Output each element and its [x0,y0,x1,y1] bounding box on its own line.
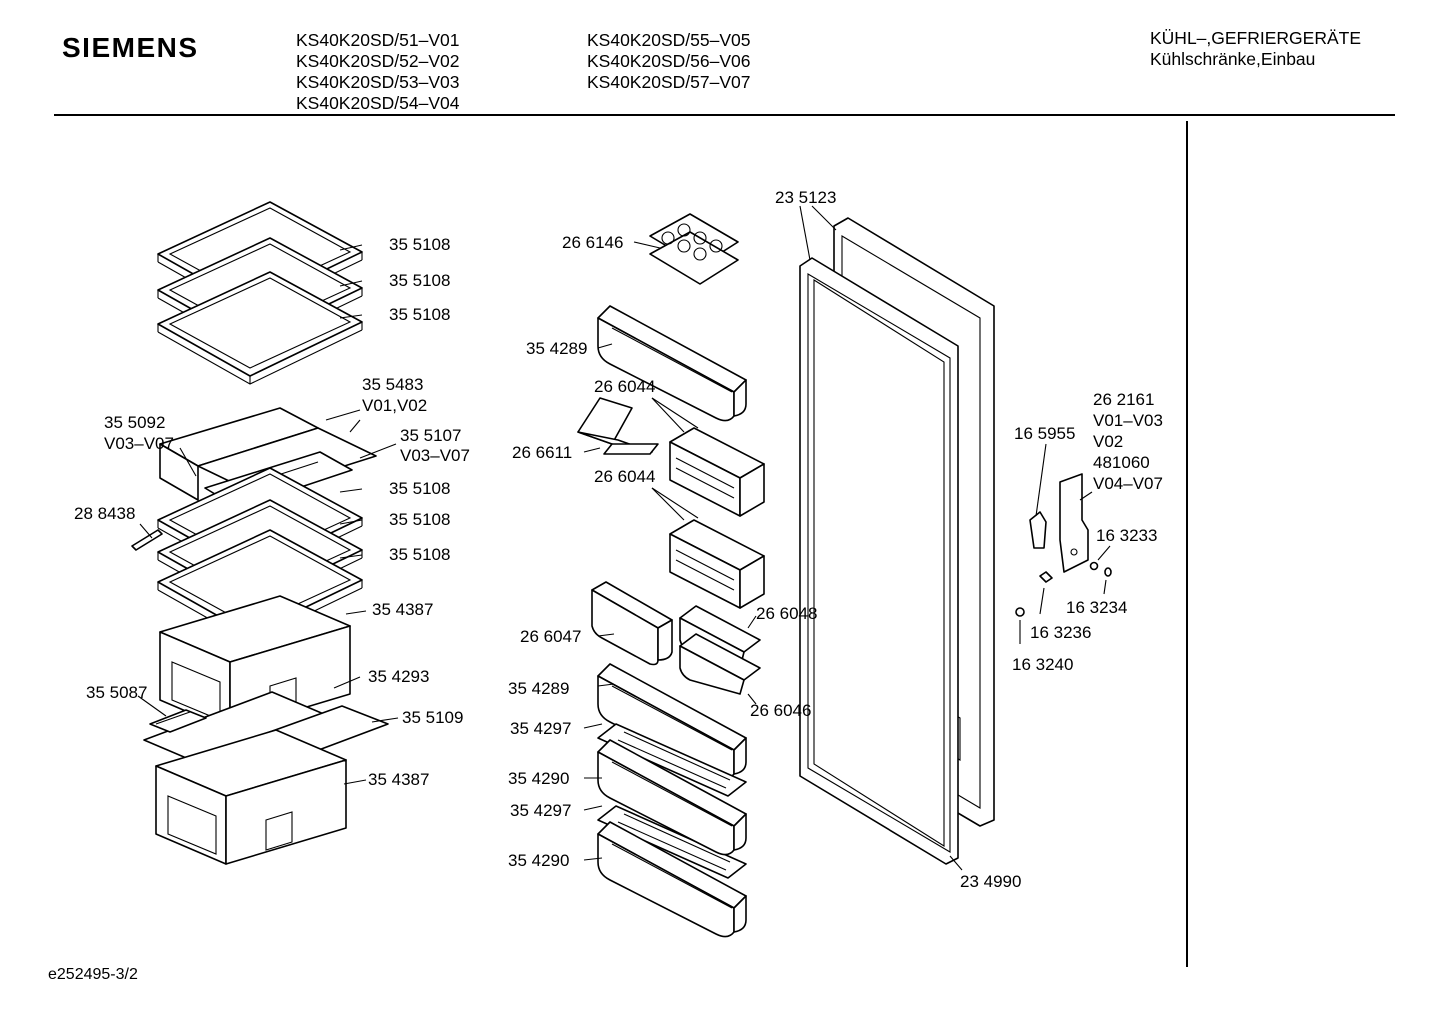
model-number: KS40K20SD/57–V07 [587,72,751,92]
part-label: 35 4387 [368,770,429,789]
small-bins-right-graphic [679,605,761,695]
butter-box-1-graphic [669,427,765,517]
part-label: 26 6047 [520,627,581,646]
part-label: 35 4297 [510,801,571,820]
part-label: 35 4290 [508,769,569,788]
part-label: 16 3234 [1066,598,1127,617]
category-subtitle: Kühlschränke,Einbau [1150,49,1316,69]
model-number: KS40K20SD/53–V03 [296,72,460,92]
category-block: KÜHL–,GEFRIERGERÄTE Kühlschränke,Einbau [1150,28,1361,70]
part-labels: 35 5108 35 5108 35 5108 35 5483 V01,V02 … [74,188,1163,891]
part-label: 35 5092 [104,413,165,432]
part-label: 26 6048 [756,604,817,623]
category-title: KÜHL–,GEFRIERGERÄTE [1150,28,1362,48]
part-label: 35 5108 [389,510,450,529]
part-label: 16 3233 [1096,526,1157,545]
door-bin-top-graphic [597,305,747,422]
part-label: 35 4387 [372,600,433,619]
part-label: V01–V03 [1093,411,1163,430]
door-gasket-graphic [799,257,959,865]
part-label: V03–V07 [104,434,174,453]
part-label: 26 6146 [562,233,623,252]
part-label: 35 5109 [402,708,463,727]
part-label: 35 5108 [389,235,450,254]
part-label: 35 5087 [86,683,147,702]
header-divider [54,114,1395,116]
part-label: 28 8438 [74,504,135,523]
part-label: 35 5108 [389,271,450,290]
part-label: V01,V02 [362,396,427,415]
model-number: KS40K20SD/51–V01 [296,30,460,50]
part-label: 23 5123 [775,188,836,207]
hinge-parts-graphic [1015,473,1112,617]
part-label: 26 2161 [1093,390,1154,409]
part-label: 35 4289 [508,679,569,698]
part-label: 26 6044 [594,377,655,396]
butter-lid-graphic [577,397,659,455]
part-label: 26 6046 [750,701,811,720]
part-label: 35 4289 [526,339,587,358]
model-list-col2: KS40K20SD/55–V05 KS40K20SD/56–V06 KS40K2… [587,30,750,93]
part-label: 35 4290 [508,851,569,870]
model-list-col1: KS40K20SD/51–V01 KS40K20SD/52–V02 KS40K2… [296,30,459,114]
egg-tray-graphic [649,213,739,285]
part-label: 35 4297 [510,719,571,738]
model-number: KS40K20SD/56–V06 [587,51,751,71]
part-label: 26 6611 [512,443,572,462]
part-label: V04–V07 [1093,474,1163,493]
part-label: 23 4990 [960,872,1021,891]
model-number: KS40K20SD/55–V05 [587,30,751,50]
side-divider [1186,121,1188,967]
brand-logo: SIEMENS [62,32,199,63]
part-label: 16 3240 [1012,655,1073,674]
leader-lines [137,205,1111,871]
part-label: V03–V07 [400,446,470,465]
part-label: 35 5107 [400,426,461,445]
part-label: V02 [1093,432,1123,451]
part-label: 26 6044 [594,467,655,486]
part-label: 35 5108 [389,545,450,564]
model-number: KS40K20SD/52–V02 [296,51,460,71]
model-number: KS40K20SD/54–V04 [296,93,460,113]
part-label: 16 5955 [1014,424,1075,443]
part-label: 35 5108 [389,305,450,324]
part-label: 35 5108 [389,479,450,498]
part-label: 35 5483 [362,375,423,394]
butter-box-2-graphic [669,519,765,609]
small-bin-left-graphic [591,581,673,666]
document-code: e252495-3/2 [48,966,138,983]
part-label: 16 3236 [1030,623,1091,642]
part-label: 35 4293 [368,667,429,686]
glass-shelves-upper [158,202,362,384]
part-label: 481060 [1093,453,1150,472]
